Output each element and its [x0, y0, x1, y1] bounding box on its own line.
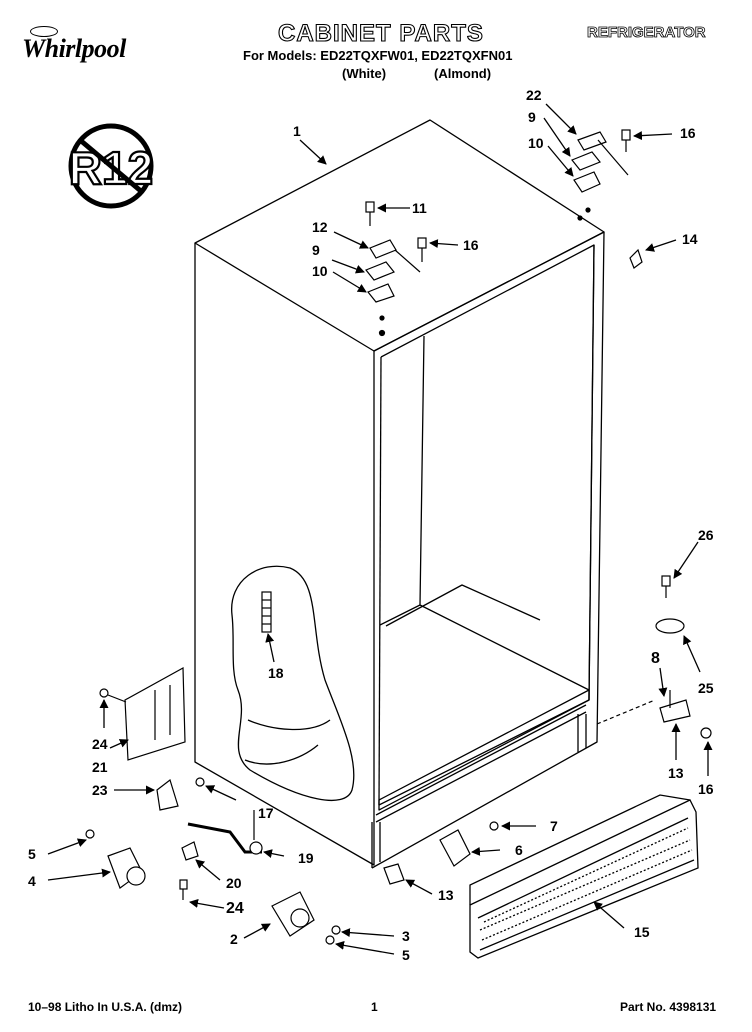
- callout-24: 24: [226, 900, 244, 917]
- svg-text:R12: R12: [69, 142, 153, 194]
- callout-16: 16: [463, 237, 479, 253]
- callout-10: 10: [312, 263, 328, 279]
- callout-1: 1: [293, 123, 301, 139]
- callout-8: 8: [651, 650, 660, 667]
- whirlpool-logo-mark: [30, 26, 58, 37]
- callout-11: 11: [412, 200, 427, 216]
- lower-left-parts: [85, 591, 341, 945]
- variant-white: (White): [342, 66, 387, 81]
- callout-6: 6: [515, 842, 523, 858]
- page-number: 1: [371, 1000, 378, 1014]
- callout-13: 13: [668, 765, 684, 781]
- callout-20: 20: [226, 875, 242, 891]
- callout-26: 26: [698, 527, 714, 543]
- callout-15: 15: [634, 924, 650, 940]
- top-hinge-parts: [365, 129, 643, 337]
- callout-25: 25: [698, 680, 714, 696]
- callout-7: 7: [550, 818, 558, 834]
- lower-right-parts: [383, 575, 712, 885]
- callout-18: 18: [268, 665, 284, 681]
- refrigerator-cabinet: [194, 119, 605, 869]
- print-info: 10–98 Litho In U.S.A. (dmz): [28, 1000, 183, 1014]
- callout-9: 9: [528, 109, 536, 125]
- product-category: REFRIGERATOR: [587, 24, 706, 42]
- callout-5: 5: [28, 846, 36, 862]
- callout-16: 16: [680, 125, 696, 141]
- callout-13: 13: [438, 887, 454, 903]
- callout-9: 9: [312, 242, 320, 258]
- callout-23: 23: [92, 782, 108, 798]
- variant-almond: (Almond): [434, 66, 492, 81]
- page-title: CABINET PARTS: [277, 19, 484, 47]
- brand-name: Whirlpool: [22, 34, 126, 63]
- callout-5: 5: [402, 947, 410, 963]
- callout-3: 3: [402, 928, 410, 944]
- callout-12: 12: [312, 219, 328, 235]
- callout-24: 24: [92, 736, 108, 752]
- callout-leaders: [47, 103, 713, 955]
- callout-2: 2: [230, 931, 238, 947]
- callout-10: 10: [528, 135, 544, 151]
- models-line: For Models: ED22TQXFW01, ED22TQXFN01: [243, 48, 513, 63]
- callout-17: 17: [258, 805, 274, 821]
- callout-14: 14: [682, 231, 698, 247]
- callout-21: 21: [92, 759, 108, 775]
- callout-4: 4: [28, 873, 36, 889]
- callout-16: 16: [698, 781, 714, 797]
- callout-22: 22: [526, 87, 542, 103]
- base-grille: [469, 794, 699, 959]
- callout-19: 19: [298, 850, 314, 866]
- part-number: Part No. 4398131: [620, 1000, 717, 1014]
- no-r12-badge: R12: [68, 123, 154, 209]
